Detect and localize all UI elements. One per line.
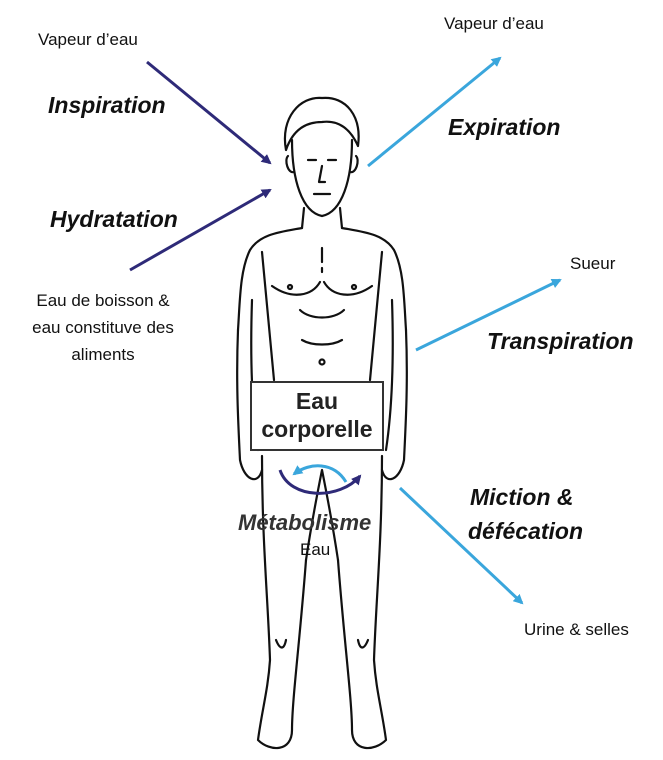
vapour-in-label: Vapeur d’eau — [38, 30, 138, 50]
body-water-box: Eau corporelle — [250, 381, 384, 451]
miction-label-line-2: défécation — [468, 518, 583, 545]
sweat-label: Sueur — [570, 254, 615, 274]
vapour-out-label: Vapeur d’eau — [444, 14, 544, 34]
drink-source-line-1: Eau de boisson & — [18, 291, 188, 311]
expiration-label: Expiration — [448, 114, 560, 141]
drink-source-line-3: aliments — [46, 345, 160, 365]
metabolism-water-label: Eau — [300, 540, 330, 560]
miction-label-line-1: Miction & — [470, 484, 574, 511]
inspiration-label: Inspiration — [48, 92, 166, 119]
transpiration-label: Transpiration — [487, 328, 634, 355]
metabolism-label: Métabolisme — [238, 510, 371, 536]
drink-source-line-2: eau constituve des — [6, 318, 200, 338]
body-water-line-1: Eau — [296, 388, 338, 416]
urine-label: Urine & selles — [524, 620, 629, 640]
body-water-line-2: corporelle — [261, 416, 372, 444]
expiration-arrow — [368, 58, 500, 166]
hydratation-label: Hydratation — [50, 206, 178, 233]
